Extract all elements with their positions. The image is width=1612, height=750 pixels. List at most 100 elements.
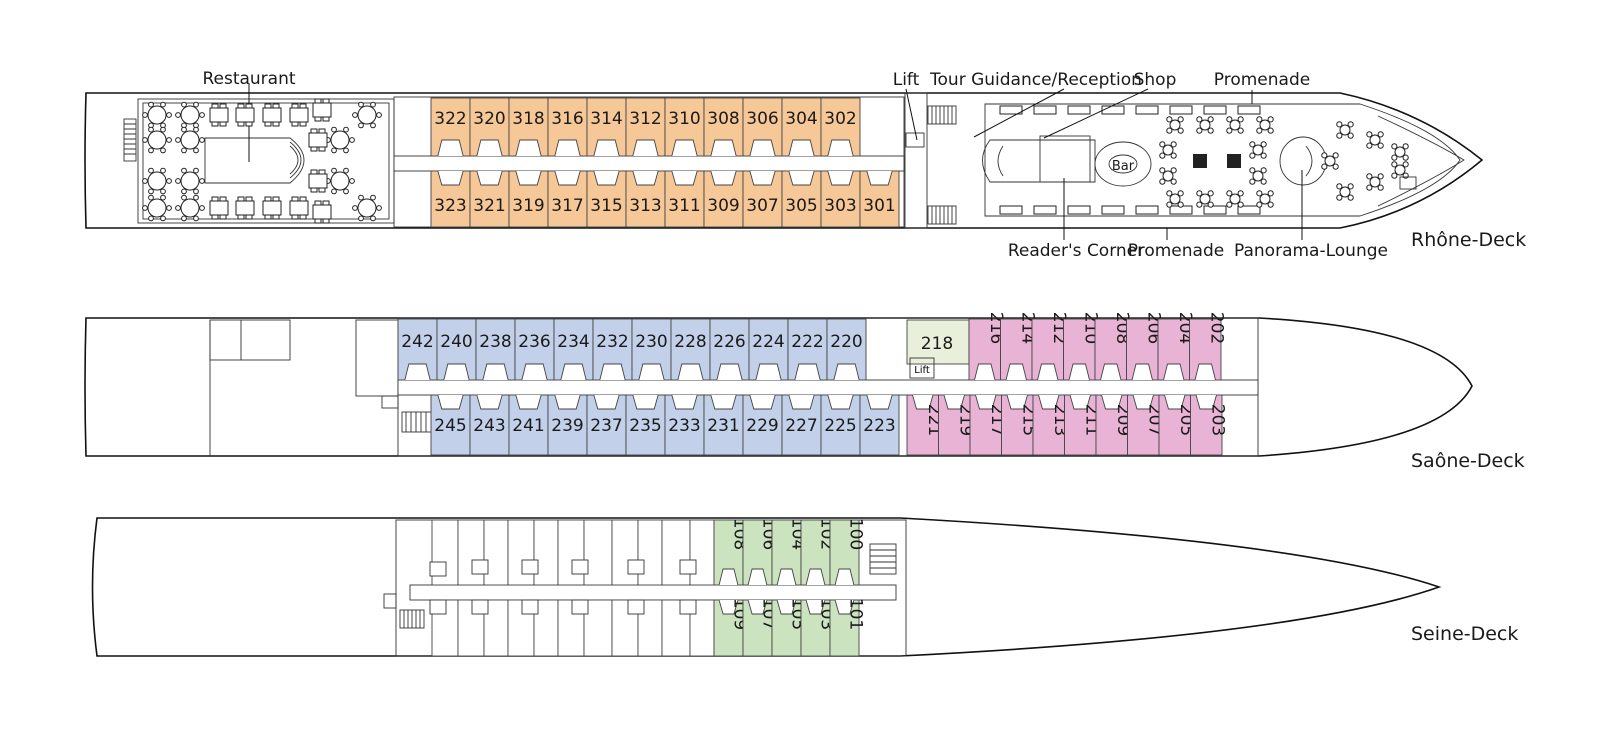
bar-label: Bar	[1112, 159, 1135, 174]
cabin-door	[404, 363, 431, 381]
dining-table	[312, 102, 332, 118]
cabin-number: 308	[707, 109, 739, 129]
dining-table	[312, 204, 332, 220]
cabin-door	[718, 599, 739, 615]
cabin-number: 311	[668, 196, 700, 216]
cabin-number: 224	[752, 332, 784, 352]
promenade-bench	[1101, 105, 1125, 115]
cabin	[689, 519, 715, 586]
cabin-door	[788, 394, 815, 410]
dining-table	[147, 105, 167, 125]
cabin-number: 229	[746, 416, 778, 436]
dining-table	[147, 171, 167, 191]
cabin-number: 235	[629, 416, 661, 436]
dining-table	[262, 107, 282, 123]
cabin	[430, 394, 471, 456]
lounge-table	[1227, 154, 1241, 168]
lounge-table	[1199, 119, 1211, 131]
cabin-number: 303	[824, 196, 856, 216]
cabin-door	[1101, 394, 1123, 410]
dining-table	[235, 200, 255, 216]
cabin-door	[1038, 394, 1060, 410]
cabin-door	[834, 599, 855, 615]
lift-shaft	[909, 357, 935, 379]
stairs-mid	[927, 105, 957, 225]
lounge-table	[1252, 170, 1264, 182]
lounge-table	[1193, 154, 1207, 168]
promenade-bench	[1169, 105, 1193, 115]
cabin	[583, 519, 613, 586]
lounge-table	[1229, 193, 1241, 205]
label-panorama-lounge: Panorama-Lounge	[1234, 241, 1388, 261]
cabin-number: 319	[512, 196, 544, 216]
cabin-number: 226	[713, 332, 745, 352]
lounge-table	[1199, 193, 1211, 205]
cabin-door	[554, 170, 581, 186]
cabin-door	[476, 139, 503, 157]
cabin-door	[834, 568, 855, 586]
promenade-bench	[1067, 105, 1091, 115]
promenade-bench	[999, 205, 1023, 215]
dining-table	[308, 173, 328, 189]
cabin-door	[749, 394, 776, 410]
lift-label: Lift	[914, 365, 930, 376]
restaurant-buffet	[204, 137, 305, 184]
promenade-bench	[1203, 205, 1227, 215]
cabin-door	[776, 599, 797, 615]
cabin-number: 233	[668, 416, 700, 436]
cabin-door	[599, 363, 626, 381]
lounge-table	[1169, 119, 1181, 131]
cabin-door	[437, 170, 464, 186]
cabin-number: 241	[512, 416, 544, 436]
cabin-door	[593, 170, 620, 186]
cabin-door	[827, 394, 854, 410]
cabin-number: 310	[668, 109, 700, 129]
lounge-table	[1339, 186, 1351, 198]
cabin-number: 234	[557, 332, 589, 352]
cabin	[457, 519, 485, 586]
cabin-number: 313	[629, 196, 661, 216]
label-restaurant: Restaurant	[202, 69, 295, 89]
cabin-door	[866, 170, 893, 186]
seine-crew-cabins	[429, 519, 715, 657]
cabin-door	[476, 170, 503, 186]
cabin-number: 236	[518, 332, 550, 352]
cabin-number: 218	[921, 334, 953, 354]
cabin-door	[974, 363, 996, 381]
cabin-door	[747, 568, 768, 586]
cabin	[483, 519, 509, 586]
cabin-door	[1037, 363, 1059, 381]
cabin-door	[710, 394, 737, 410]
cabin-number: 101	[846, 598, 866, 630]
promenade-bench	[1135, 205, 1159, 215]
stairs-aft	[123, 118, 137, 162]
cabin-door	[671, 170, 698, 186]
bar-counter	[1094, 141, 1152, 187]
promenade-bench	[1101, 205, 1125, 215]
cabin-number: 237	[590, 416, 622, 436]
cabin-number: 202	[1206, 312, 1226, 344]
lounge-table	[1369, 176, 1381, 188]
cabin-door	[1068, 363, 1090, 381]
cabin-door	[827, 170, 854, 186]
dining-table	[147, 198, 167, 218]
cabin-door	[1164, 394, 1186, 410]
dining-table	[147, 130, 167, 150]
cabin-door	[443, 363, 470, 381]
cabin-number: 242	[401, 332, 433, 352]
cabin-door	[749, 139, 776, 157]
cabin-number: 322	[434, 109, 466, 129]
stairs-seine	[383, 543, 897, 629]
cabin-number: 232	[596, 332, 628, 352]
lounge-table	[1259, 193, 1271, 205]
